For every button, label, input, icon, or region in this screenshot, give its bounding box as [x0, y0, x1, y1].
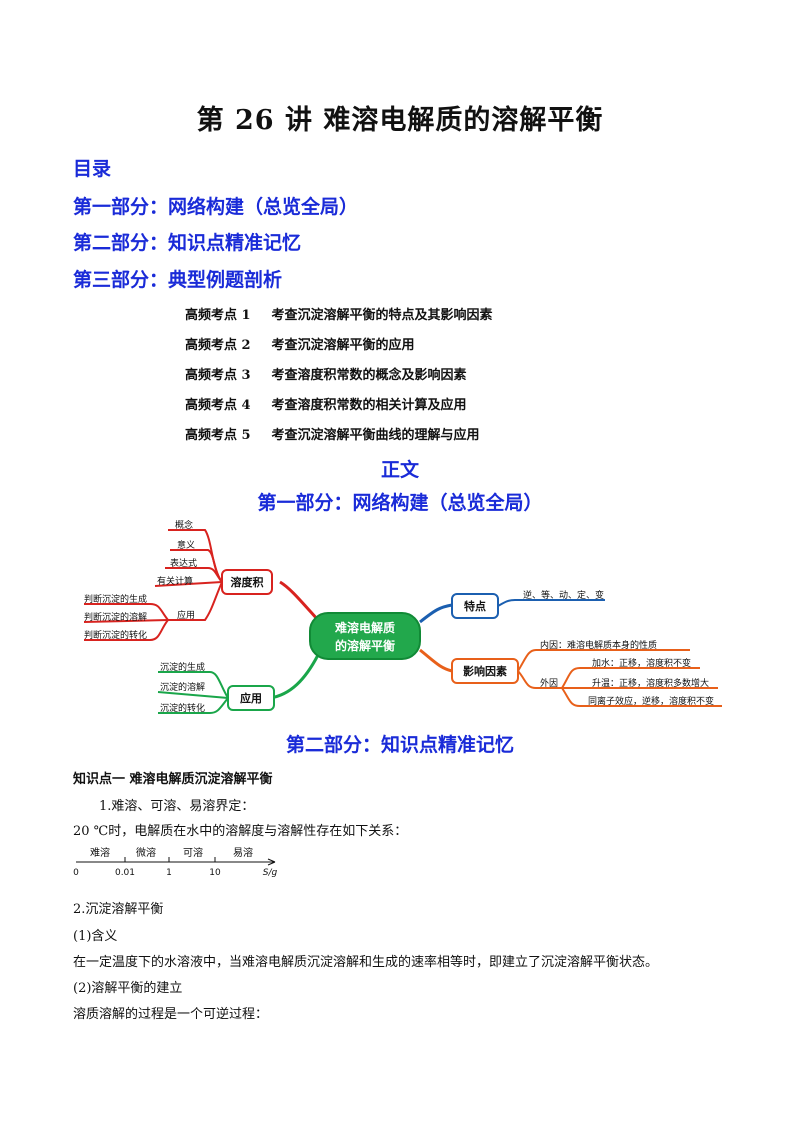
- mindmap-app-item: 沉淀的溶解: [160, 681, 205, 693]
- toc-part2[interactable]: 第二部分：知识点精准记忆: [73, 232, 302, 254]
- kp1-heading: 知识点一 难溶电解质沉淀溶解平衡: [73, 772, 273, 787]
- mindmap-ksp-item: 有关计算: [157, 575, 193, 587]
- mindmap-link-app: [269, 654, 320, 700]
- toc-point-text: 考查沉淀溶解平衡的特点及其影响因素: [271, 308, 493, 323]
- mindmap-ksp-app-item: 判断沉淀的转化: [84, 629, 147, 641]
- mindmap-factors-ext-item: 同离子效应，逆移，溶度积不变: [588, 695, 714, 707]
- mindmap-ksp-app-item: 判断沉淀的生成: [84, 593, 147, 605]
- toc-point-tag: 高频考点 3: [185, 368, 251, 383]
- mindmap-link-feature: [419, 603, 453, 624]
- toc-point-5[interactable]: 高频考点 5 考查沉淀溶解平衡曲线的理解与应用: [185, 424, 480, 443]
- solubility-scale: 难溶 微溶 可溶 易溶 0 0.01 1 10 S/g: [73, 846, 278, 878]
- mindmap-center-line2: 的溶解平衡: [335, 638, 395, 653]
- mindmap-ksp-item: 概念: [175, 519, 193, 531]
- kp1-item1: 1.难溶、可溶、易溶界定：: [99, 799, 255, 814]
- scale-label: 难溶: [90, 846, 110, 859]
- toc-point-3[interactable]: 高频考点 3 考查溶度积常数的概念及影响因素: [185, 364, 467, 383]
- mindmap-app-label: 应用: [240, 691, 262, 705]
- toc-point-4[interactable]: 高频考点 4 考查溶度积常数的相关计算及应用: [185, 394, 467, 413]
- mindmap-ksp-label: 溶度积: [231, 575, 264, 589]
- kp1-line1: 20 ℃时，电解质在水中的溶解度与溶解性存在如下关系：: [73, 824, 408, 839]
- toc-point-tag: 高频考点 1: [185, 308, 251, 323]
- toc-part1[interactable]: 第一部分：网络构建（总览全局）: [73, 196, 359, 218]
- mindmap-feature-label: 特点: [464, 599, 486, 613]
- toc-point-text: 考查溶度积常数的相关计算及应用: [271, 398, 467, 413]
- section1-heading: 第一部分：网络构建（总览全局）: [257, 492, 543, 514]
- mindmap-ksp-item: 意义: [177, 539, 195, 551]
- scale-tick-label: 0: [73, 868, 79, 878]
- mindmap-factors-internal: 内因：难溶电解质本身的性质: [540, 639, 657, 651]
- kp1-sub1: (1)含义: [73, 929, 118, 944]
- mindmap-ksp-app-item: 判断沉淀的溶解: [84, 611, 147, 623]
- mindmap-factors-ext-item: 加水：正移，溶度积不变: [592, 657, 691, 669]
- scale-tick-label: 10: [209, 868, 221, 878]
- page-title: 第 26 讲 难溶电解质的溶解平衡: [196, 105, 604, 136]
- kp1-item2: 2.沉淀溶解平衡: [73, 902, 164, 917]
- mindmap-factors-external: 外因: [540, 677, 558, 689]
- mindmap-link-ksp: [279, 580, 320, 622]
- scale-tick-label: 0.01: [115, 868, 135, 878]
- toc-point-1[interactable]: 高频考点 1 考查沉淀溶解平衡的特点及其影响因素: [185, 304, 493, 323]
- toc-point-text: 考查溶度积常数的概念及影响因素: [271, 368, 467, 383]
- toc-point-tag: 高频考点 2: [185, 338, 251, 353]
- zhengwen-heading: 正文: [380, 459, 419, 481]
- kp1-sub1-text: 在一定温度下的水溶液中，当难溶电解质沉淀溶解和生成的速率相等时，即建立了沉淀溶解…: [73, 955, 659, 970]
- mindmap-center-node: [309, 612, 421, 660]
- mindmap-ksp-item: 表达式: [170, 557, 197, 569]
- toc-part3[interactable]: 第三部分：典型例题剖析: [73, 269, 283, 291]
- mindmap-factors-ext-item: 升温：正移，溶度积多数增大: [592, 677, 709, 689]
- mindmap-app-item: 沉淀的生成: [160, 661, 205, 673]
- scale-label: 可溶: [183, 846, 203, 859]
- toc-point-2[interactable]: 高频考点 2 考查沉淀溶解平衡的应用: [185, 334, 415, 353]
- mindmap-ksp-application: 应用: [177, 609, 195, 621]
- mindmap-feature-text: 逆、等、动、定、变: [523, 589, 604, 601]
- scale-label: 微溶: [136, 846, 156, 859]
- section2-heading: 第二部分：知识点精准记忆: [285, 734, 514, 756]
- mindmap-link-factors: [419, 648, 453, 673]
- kp1-sub2: (2)溶解平衡的建立: [73, 981, 183, 996]
- kp1-sub2-text: 溶质溶解的过程是一个可逆过程：: [73, 1007, 269, 1022]
- scale-unit: S/g: [263, 868, 278, 878]
- scale-tick-label: 1: [166, 868, 172, 878]
- toc-point-tag: 高频考点 5: [185, 428, 251, 443]
- toc-point-text: 考查沉淀溶解平衡曲线的理解与应用: [271, 428, 480, 443]
- mindmap-app-item: 沉淀的转化: [160, 702, 205, 714]
- toc-heading: 目录: [73, 158, 112, 180]
- toc-point-tag: 高频考点 4: [185, 398, 251, 413]
- mindmap-center-line1: 难溶电解质: [334, 620, 395, 635]
- mindmap-factors-label: 影响因素: [463, 664, 507, 678]
- toc-point-text: 考查沉淀溶解平衡的应用: [271, 338, 415, 353]
- scale-label: 易溶: [233, 846, 253, 859]
